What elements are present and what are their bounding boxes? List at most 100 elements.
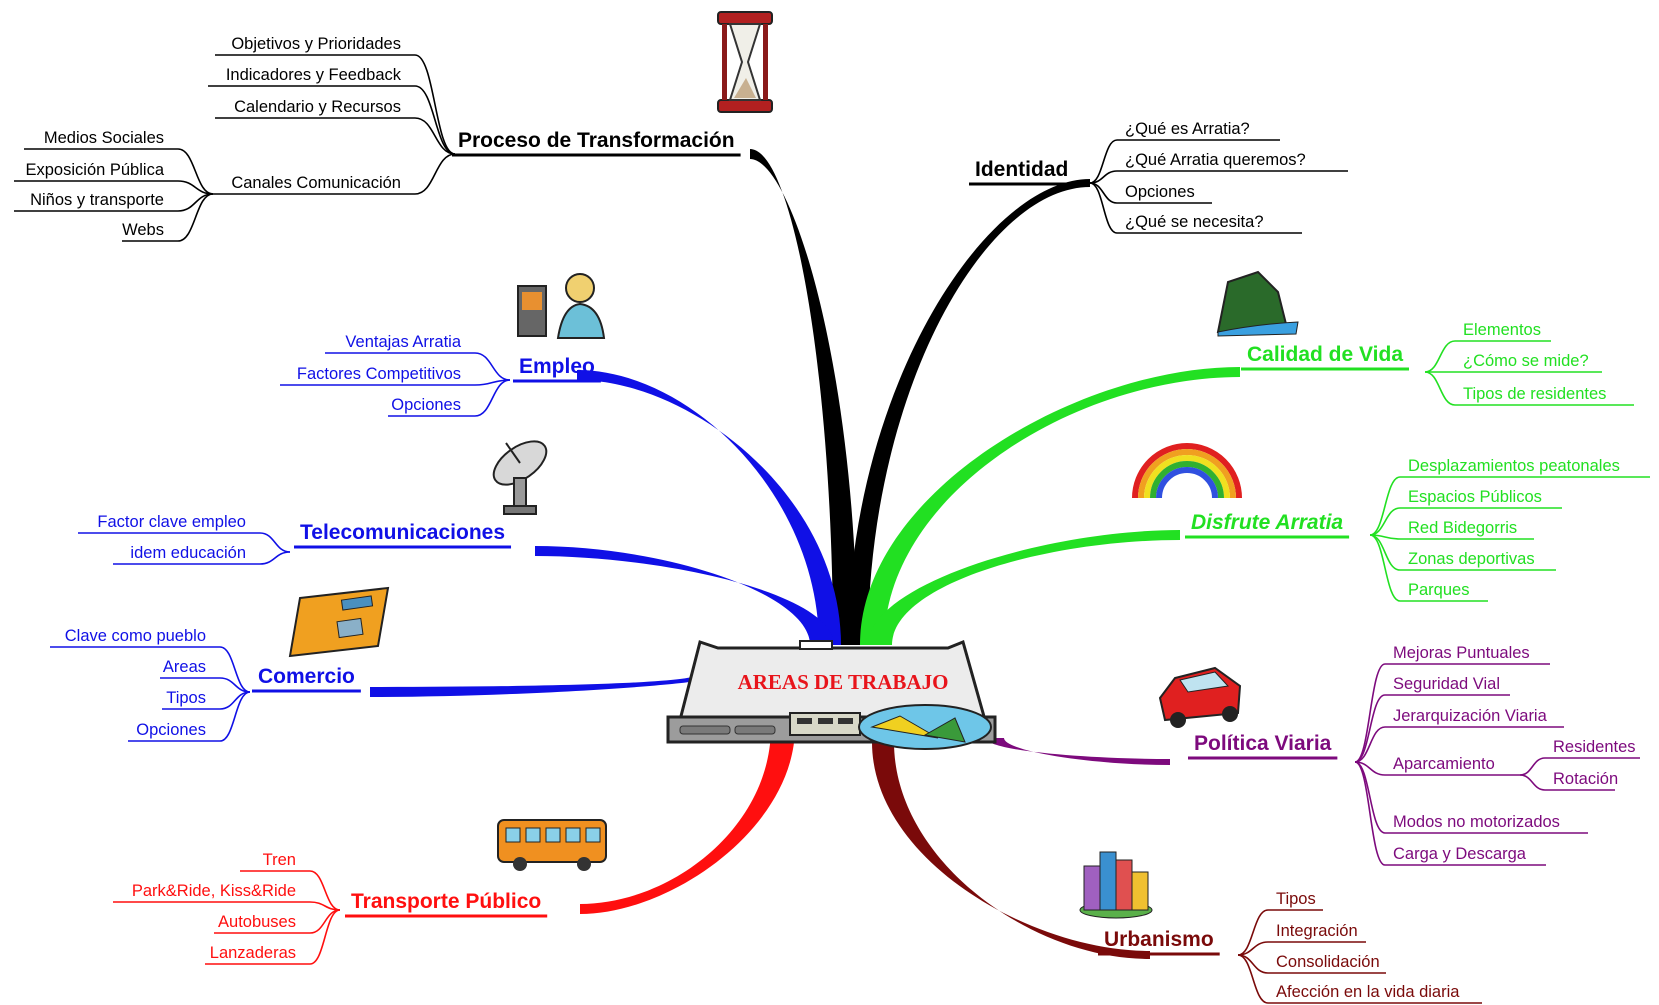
leaf-label[interactable]: Espacios Públicos — [1408, 488, 1542, 506]
leaf-connector — [414, 54, 456, 155]
leaf-label[interactable]: Autobuses — [218, 913, 296, 931]
leaf-label[interactable]: Afección en la vida diaria — [1276, 983, 1460, 1001]
leaf-label[interactable]: Consolidación — [1276, 953, 1380, 971]
telecom-branch-connector — [535, 546, 834, 645]
leaf-connectors — [14, 54, 1650, 1004]
leaf-connector — [1369, 507, 1401, 536]
branch-label-disfrute[interactable]: Disfrute Arratia — [1191, 511, 1343, 534]
leaf-label[interactable]: Opciones — [136, 721, 206, 739]
leaf-label[interactable]: Integración — [1276, 922, 1358, 940]
leaf-connector — [1354, 761, 1386, 866]
urbanismo-branch-connector — [872, 742, 1150, 959]
office-worker-icon — [517, 273, 606, 339]
leaf-label[interactable]: Tipos — [166, 689, 206, 707]
leaf-label[interactable]: Niños y transporte — [30, 191, 164, 209]
leaf-connector — [1089, 182, 1118, 234]
leaf-label[interactable]: Factores Competitivos — [297, 365, 461, 383]
leaf-connector — [1369, 534, 1401, 602]
leaf-label[interactable]: Webs — [122, 221, 164, 239]
leaf-label[interactable]: Desplazamientos peatonales — [1408, 457, 1620, 475]
branch-label-empleo[interactable]: Empleo — [519, 355, 595, 378]
leaf-connector — [414, 85, 456, 155]
leaf-label[interactable]: Jerarquización Viaria — [1393, 707, 1548, 725]
leaf-label[interactable]: Medios Sociales — [44, 129, 164, 147]
leaf-connector — [1424, 340, 1456, 373]
leaf-label[interactable]: idem educación — [130, 544, 246, 562]
leaf-label[interactable]: Lanzaderas — [210, 944, 296, 962]
leaf-label[interactable]: Modos no motorizados — [1393, 813, 1560, 831]
leaf-label[interactable]: ¿Qué es Arratia? — [1125, 120, 1250, 138]
central-node[interactable]: AREAS DE TRABAJO — [666, 639, 997, 750]
leaf-label[interactable]: Indicadores y Feedback — [226, 66, 402, 84]
leaf-connector — [1089, 182, 1118, 204]
disfrute-branch-connector — [868, 530, 1180, 645]
leaf-connector — [219, 646, 251, 693]
leaf-label[interactable]: Zonas deportivas — [1408, 550, 1535, 568]
branch-label-calidad[interactable]: Calidad de Vida — [1247, 343, 1403, 366]
leaf-label[interactable]: Red Bidegorris — [1408, 519, 1517, 537]
leaf-label[interactable]: Tipos — [1276, 890, 1316, 908]
credit-card-icon — [288, 586, 390, 658]
leaf-connector — [309, 909, 341, 934]
branch-label-identidad[interactable]: Identidad — [975, 158, 1068, 181]
leaf-label[interactable]: ¿Cómo se mide? — [1463, 352, 1589, 370]
comercio-branch-connector — [370, 674, 726, 697]
leaf-connector — [1519, 774, 1546, 791]
leaf-label[interactable]: Canales Comunicación — [231, 174, 401, 192]
leaf-label[interactable]: Park&Ride, Kiss&Ride — [132, 882, 296, 900]
leaf-label[interactable]: Elementos — [1463, 321, 1541, 339]
leaf-connector — [259, 551, 291, 565]
branch-label-politica[interactable]: Política Viaria — [1194, 732, 1332, 755]
leaf-connector — [259, 532, 291, 553]
red-car-icon — [1158, 666, 1242, 728]
leaf-connector — [309, 870, 341, 911]
branch-label-urbanismo[interactable]: Urbanismo — [1104, 928, 1214, 951]
landscape-icon — [1216, 270, 1299, 337]
leaf-label[interactable]: Objetivos y Prioridades — [231, 35, 401, 53]
leaf-connector — [1519, 757, 1546, 776]
leaf-label[interactable]: ¿Qué Arratia queremos? — [1125, 151, 1306, 169]
leaf-label[interactable]: Opciones — [1125, 183, 1195, 201]
leaf-label[interactable]: Rotación — [1553, 770, 1618, 788]
satellite-dish-icon — [492, 440, 548, 515]
branch-label-comercio[interactable]: Comercio — [258, 665, 355, 688]
leaf-connector — [177, 193, 214, 242]
leaf-label[interactable]: Calendario y Recursos — [234, 98, 401, 116]
leaf-label[interactable]: ¿Qué se necesita? — [1125, 213, 1264, 231]
leaf-label[interactable]: Ventajas Arratia — [345, 333, 461, 351]
leaf-label[interactable]: Clave como pueblo — [65, 627, 206, 645]
leaf-connector — [309, 909, 341, 965]
leaf-connector — [414, 153, 456, 195]
leaf-label[interactable]: Exposición Pública — [26, 161, 165, 179]
leaf-connector — [177, 148, 214, 195]
politica-branch-connector — [986, 738, 1170, 765]
leaf-label[interactable]: Mejoras Puntuales — [1393, 644, 1530, 662]
leaf-label[interactable]: Residentes — [1553, 738, 1636, 756]
branch-label-proceso[interactable]: Proceso de Transformación — [458, 129, 735, 152]
leaf-label[interactable]: Areas — [163, 658, 206, 676]
proceso-branch-connector — [750, 149, 857, 645]
city-buildings-icon — [1079, 851, 1153, 919]
leaf-connector — [1354, 726, 1386, 763]
leaf-connector — [474, 352, 511, 381]
node-labels: Proceso de TransformaciónIdentidadEmpleo… — [26, 35, 1636, 1001]
leaf-connector — [1237, 954, 1269, 1004]
leaf-label[interactable]: Opciones — [391, 396, 461, 414]
leaf-label[interactable]: Tren — [263, 851, 296, 869]
leaf-connector — [219, 691, 251, 742]
branch-label-transporte[interactable]: Transporte Público — [351, 890, 541, 913]
leaf-label[interactable]: Parques — [1408, 581, 1469, 599]
leaf-label[interactable]: Tipos de residentes — [1463, 385, 1606, 403]
rainbow-icon — [1132, 443, 1242, 499]
transporte-branch-connector — [580, 727, 795, 914]
leaf-label[interactable]: Factor clave empleo — [97, 513, 246, 531]
branch-label-telecom[interactable]: Telecomunicaciones — [300, 521, 505, 544]
leaf-connector — [1354, 663, 1386, 763]
leaf-label[interactable]: Aparcamiento — [1393, 755, 1495, 773]
leaf-connector — [474, 379, 511, 417]
bus-icon — [497, 819, 607, 871]
leaf-connector — [1354, 761, 1386, 834]
leaf-label[interactable]: Seguridad Vial — [1393, 675, 1500, 693]
leaf-label[interactable]: Carga y Descarga — [1393, 845, 1527, 863]
